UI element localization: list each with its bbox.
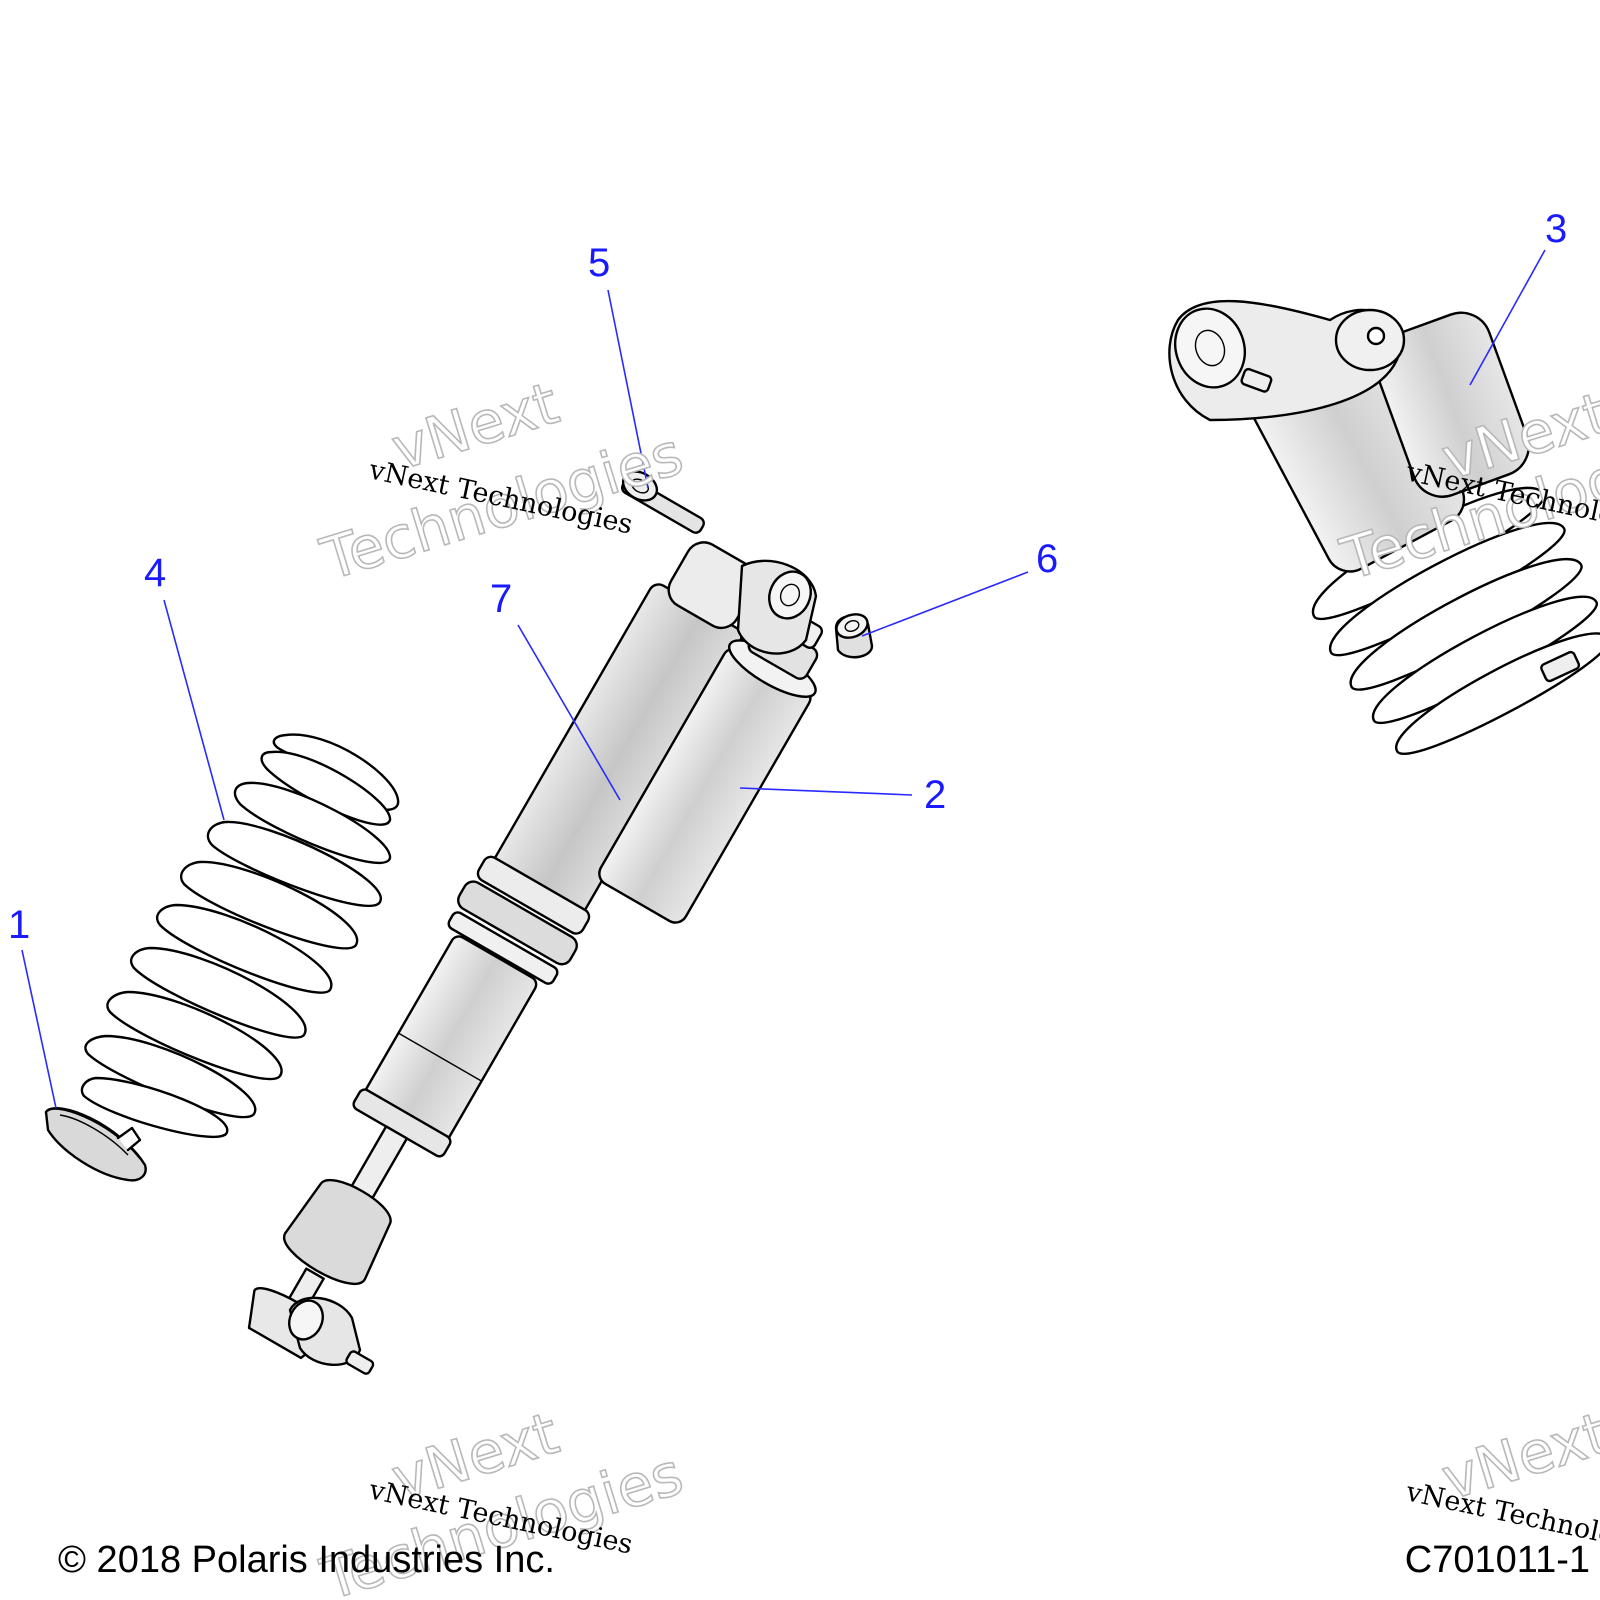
- leader-5: [607, 289, 649, 489]
- callout-1: 1: [8, 903, 30, 947]
- leader-7: [517, 624, 621, 801]
- leader-1: [21, 949, 57, 1109]
- part-2-7-shock-assembly: [247, 541, 824, 1375]
- callout-labels: 1 2 3 4 5 6 7: [8, 207, 1567, 947]
- leader-3: [1469, 249, 1546, 386]
- callout-2: 2: [924, 773, 946, 817]
- part-6-bushing: [834, 613, 874, 659]
- callout-7: 7: [490, 577, 512, 621]
- leader-lines: [21, 249, 1546, 1109]
- part-5-bolt: [620, 470, 705, 534]
- copyright-text: © 2018 Polaris Industries Inc.: [58, 1539, 555, 1581]
- drawing-id: C701011-1: [1405, 1539, 1590, 1581]
- leader-6: [861, 571, 1029, 637]
- callout-3: 3: [1545, 207, 1567, 251]
- leader-2: [739, 787, 913, 796]
- watermark-top-left: vNext Technologies vNext Technologies: [312, 368, 691, 594]
- part-3-shock-assembly-complete: [1168, 299, 1600, 755]
- part-4-coil-spring: [80, 733, 400, 1139]
- leader-4: [163, 599, 225, 821]
- callout-4: 4: [144, 551, 166, 595]
- part-1-spring-seat: [44, 1107, 147, 1182]
- callout-5: 5: [588, 241, 610, 285]
- callout-6: 6: [1036, 537, 1058, 581]
